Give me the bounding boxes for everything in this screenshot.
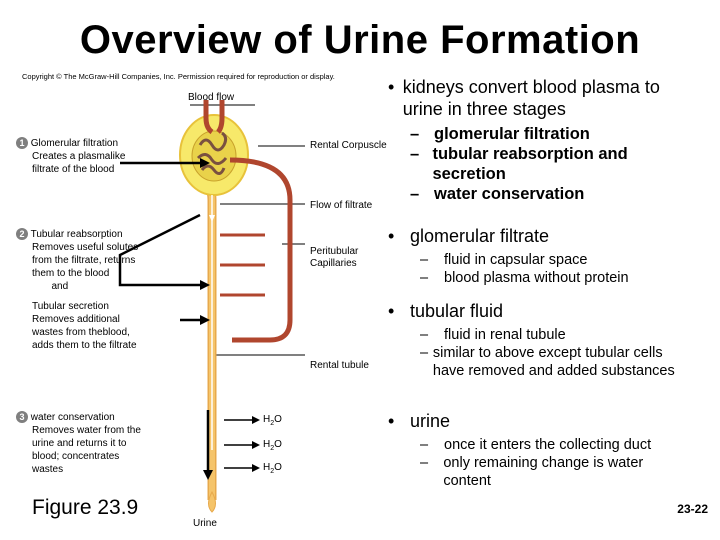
urine-droplet <box>208 490 216 513</box>
step-number-badge: 2 <box>16 228 28 240</box>
label-renal-tubule: Rental tubule <box>310 360 369 371</box>
label-blood-flow: Blood flow <box>188 92 235 103</box>
step-water-conservation: 3 water conservation Removes water from … <box>16 411 186 476</box>
slide-number: 23-22 <box>677 502 708 516</box>
bullet-kidneys: •kidneys convert blood plasma to urine i… <box>388 77 660 203</box>
label-urine: Urine <box>193 518 217 529</box>
label-h2o-1: H2O <box>263 414 282 427</box>
peritubular-capillary <box>229 157 293 343</box>
step-number-badge: 1 <box>16 137 28 149</box>
step-tubular-reabsorption: 2 Tubular reabsorption Removes useful so… <box>16 228 186 293</box>
efferent-arteriole <box>216 100 225 134</box>
label-peritubular-capillaries: Peritubular Capillaries <box>310 246 358 270</box>
step-glomerular-filtration: 1 Glomerular filtration Creates a plasma… <box>16 137 186 176</box>
step-number-badge: 3 <box>16 411 28 423</box>
glomerulus-capillaries <box>196 131 228 175</box>
slide-title: Overview of Urine Formation <box>79 18 641 62</box>
arrow-reabsorption <box>118 213 201 287</box>
label-peritubular-line1: Peritubular <box>310 246 359 257</box>
afferent-arteriole <box>203 100 214 135</box>
label-renal-corpuscle: Rental Corpuscle <box>310 140 387 151</box>
label-flow-of-filtrate: Flow of filtrate <box>310 200 373 211</box>
step-tubular-secretion: Tubular secretion Removes additional was… <box>32 301 137 351</box>
bullet-tubular-fluid: •tubular fluid –fluid in renal tubule –s… <box>388 301 675 379</box>
label-peritubular-line2: Capillaries <box>310 258 357 269</box>
figure-label: Figure 23.9 <box>32 496 139 519</box>
label-h2o-3: H2O <box>263 462 282 475</box>
bullet-glomerular-filtrate: •glomerular filtrate –fluid in capsular … <box>388 226 629 286</box>
bullet-urine: •urine –once it enters the collecting du… <box>388 411 652 489</box>
copyright-notice: Copyright © The McGraw-Hill Companies, I… <box>22 72 335 81</box>
label-h2o-2: H2O <box>263 439 282 452</box>
